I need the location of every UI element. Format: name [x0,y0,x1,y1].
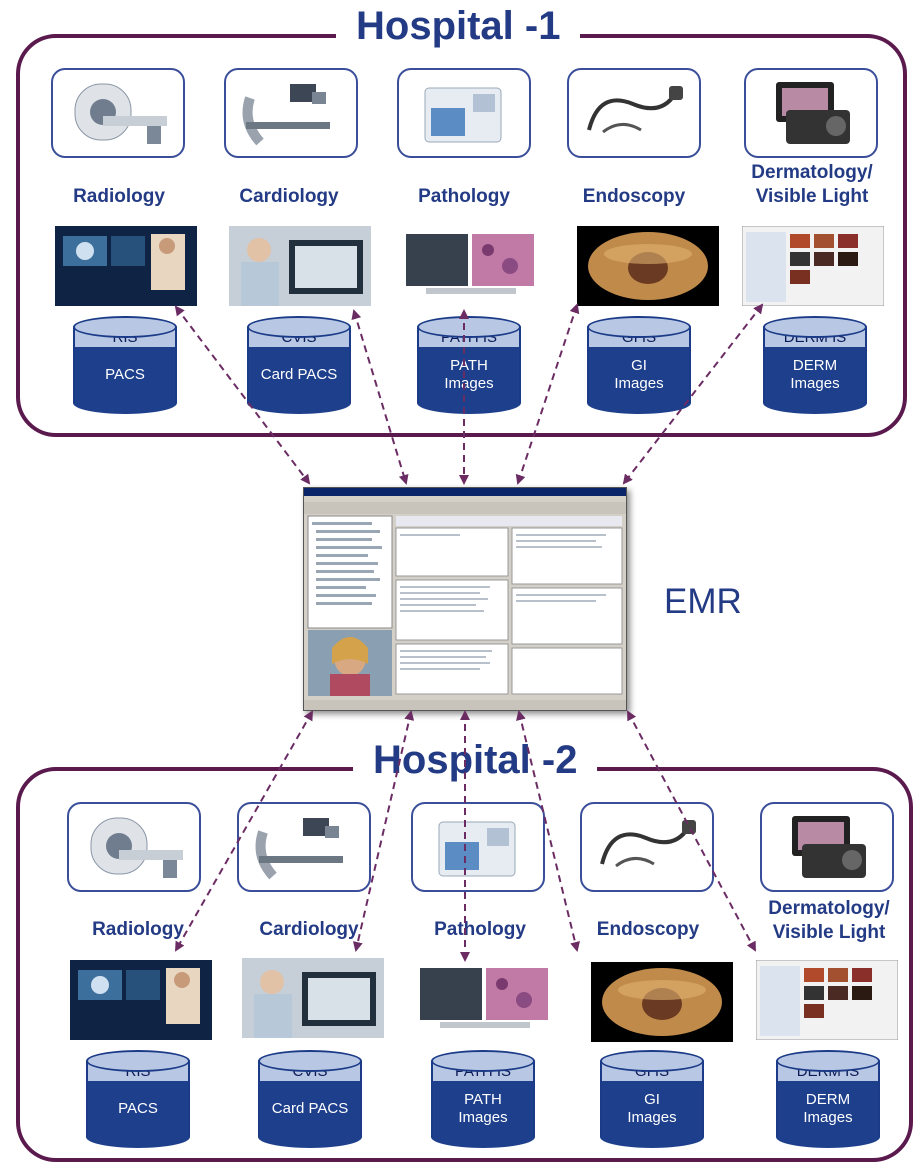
cardiology-workstation-icon [229,226,371,306]
emr-screenshot [303,487,627,711]
ct-scanner-icon [67,802,201,892]
derm-viewer-icon [742,226,884,306]
db-top [417,316,521,338]
department-label-endoscopy: Endoscopy [596,919,700,940]
db-pathology-h1: PATH IS PATH Images [417,316,521,414]
slide-scanner-icon [411,802,545,892]
db-archive-label: DERM Images [776,1081,880,1137]
db-archive-label: GI Images [600,1081,704,1137]
db-endoscopy-h2: GI IS GI Images [600,1050,704,1148]
department-label-cardiology: Cardiology [259,919,359,940]
radiology-workstation-icon [70,960,212,1040]
endoscope-icon [580,802,714,892]
db-top [587,316,691,338]
db-top [600,1050,704,1072]
department-label-cardiology: Cardiology [239,186,339,207]
db-top [763,316,867,338]
db-cardiology-h2: CVIS Card PACS [258,1050,362,1148]
ct-scanner-icon [51,68,185,158]
db-archive-label: Card PACS [247,347,351,403]
db-cardiology-h1: CVIS Card PACS [247,316,351,414]
department-label-dermatology: Dermatology/ Visible Light [768,898,890,943]
cath-lab-icon [224,68,358,158]
department-label-pathology: Pathology [418,186,510,207]
db-top [258,1050,362,1072]
digital-camera-icon [744,68,878,158]
department-label-pathology: Pathology [434,919,526,940]
hospital-1-title: Hospital -1 [336,2,581,50]
department-label-radiology: Radiology [73,186,165,207]
db-archive-label: Card PACS [258,1081,362,1137]
slide-scanner-icon [397,68,531,158]
db-top [776,1050,880,1072]
endoscopy-image-icon [577,226,719,306]
derm-viewer-icon [756,960,898,1040]
db-top [431,1050,535,1072]
db-pathology-h2: PATH IS PATH Images [431,1050,535,1148]
db-archive-label: PACS [86,1081,190,1137]
endoscope-icon [567,68,701,158]
db-top [247,316,351,338]
pathology-workstation-icon [400,226,542,306]
radiology-workstation-icon [55,226,197,306]
db-archive-label: GI Images [587,347,691,403]
department-label-endoscopy: Endoscopy [582,186,686,207]
pathology-workstation-icon [414,960,556,1040]
db-radiology-h1: RIS PACS [73,316,177,414]
cardiology-workstation-icon [242,958,384,1038]
db-top [73,316,177,338]
db-radiology-h2: RIS PACS [86,1050,190,1148]
department-label-dermatology: Dermatology/ Visible Light [751,162,873,207]
endoscopy-image-icon [591,962,733,1042]
db-dermatology-h1: DERM IS DERM Images [763,316,867,414]
db-top [86,1050,190,1072]
db-archive-label: PACS [73,347,177,403]
db-archive-label: DERM Images [763,347,867,403]
db-archive-label: PATH Images [417,347,521,403]
department-label-radiology: Radiology [92,919,184,940]
digital-camera-icon [760,802,894,892]
emr-label: EMR [664,582,742,621]
db-archive-label: PATH Images [431,1081,535,1137]
db-endoscopy-h1: GI IS GI Images [587,316,691,414]
db-dermatology-h2: DERM IS DERM Images [776,1050,880,1148]
hospital-2-title: Hospital -2 [353,736,598,784]
cath-lab-icon [237,802,371,892]
